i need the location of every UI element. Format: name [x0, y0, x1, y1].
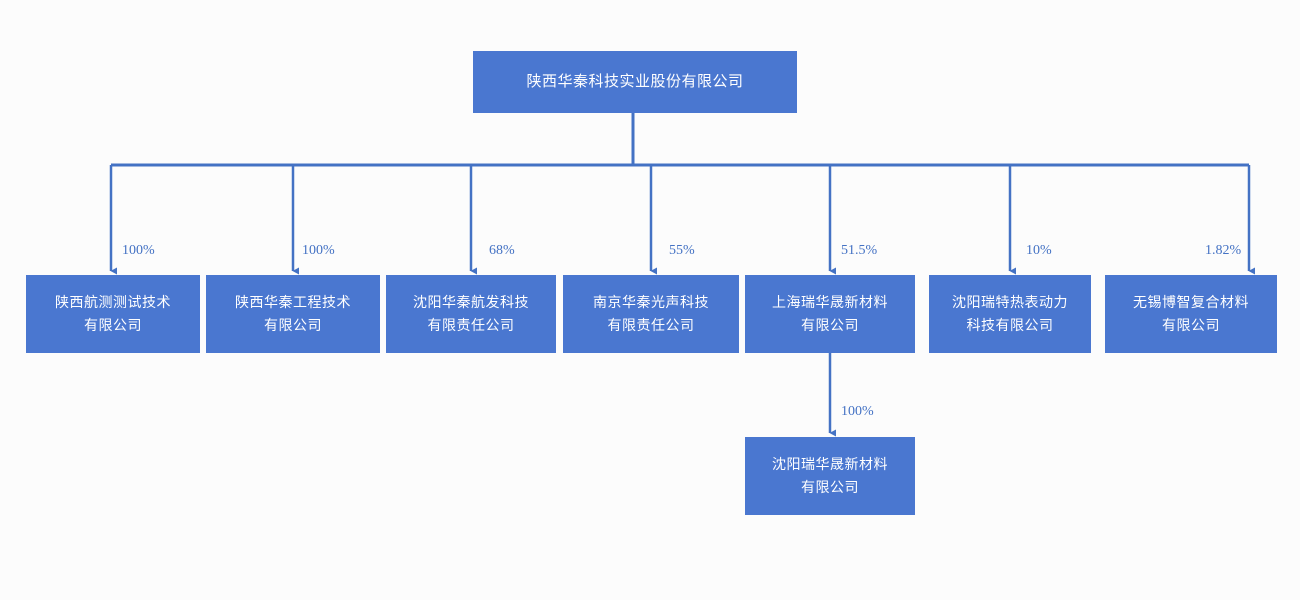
node-grandchild-1[interactable]: 沈阳瑞华晟新材料 有限公司: [745, 437, 915, 515]
node-child-6[interactable]: 沈阳瑞特热表动力 科技有限公司: [929, 275, 1091, 353]
node-grandchild-1-label: 沈阳瑞华晟新材料 有限公司: [772, 455, 888, 495]
node-child-7-label: 无锡博智复合材料 有限公司: [1133, 293, 1249, 333]
node-child-1[interactable]: 陕西航测测试技术 有限公司: [26, 275, 200, 353]
edge-label-child-3: 68%: [489, 243, 515, 258]
edge-label-child-4: 55%: [669, 243, 695, 258]
node-child-3[interactable]: 沈阳华秦航发科技 有限责任公司: [386, 275, 556, 353]
node-child-2[interactable]: 陕西华秦工程技术 有限公司: [206, 275, 380, 353]
edge-label-child-1: 100%: [122, 243, 155, 258]
node-child-6-label: 沈阳瑞特热表动力 科技有限公司: [952, 293, 1068, 333]
edge-label-child-5: 51.5%: [841, 243, 878, 258]
node-root[interactable]: 陕西华秦科技实业股份有限公司: [473, 51, 797, 113]
node-child-1-label: 陕西航测测试技术 有限公司: [55, 293, 171, 333]
edge-label-child-6: 10%: [1026, 243, 1052, 258]
node-child-4-label: 南京华秦光声科技 有限责任公司: [593, 293, 709, 333]
edge-label-child-7: 1.82%: [1205, 243, 1242, 258]
node-child-3-label: 沈阳华秦航发科技 有限责任公司: [413, 293, 529, 333]
node-child-5-label: 上海瑞华晟新材料 有限公司: [772, 293, 888, 333]
node-root-label: 陕西华秦科技实业股份有限公司: [526, 72, 744, 90]
node-child-5[interactable]: 上海瑞华晟新材料 有限公司: [745, 275, 915, 353]
node-child-4[interactable]: 南京华秦光声科技 有限责任公司: [563, 275, 739, 353]
node-child-2-label: 陕西华秦工程技术 有限公司: [235, 293, 351, 333]
node-child-7[interactable]: 无锡博智复合材料 有限公司: [1105, 275, 1277, 353]
edge-paths: [109, 113, 1255, 437]
edge-label-child-2: 100%: [302, 243, 335, 258]
edge-label-grandchild-1: 100%: [841, 404, 874, 419]
